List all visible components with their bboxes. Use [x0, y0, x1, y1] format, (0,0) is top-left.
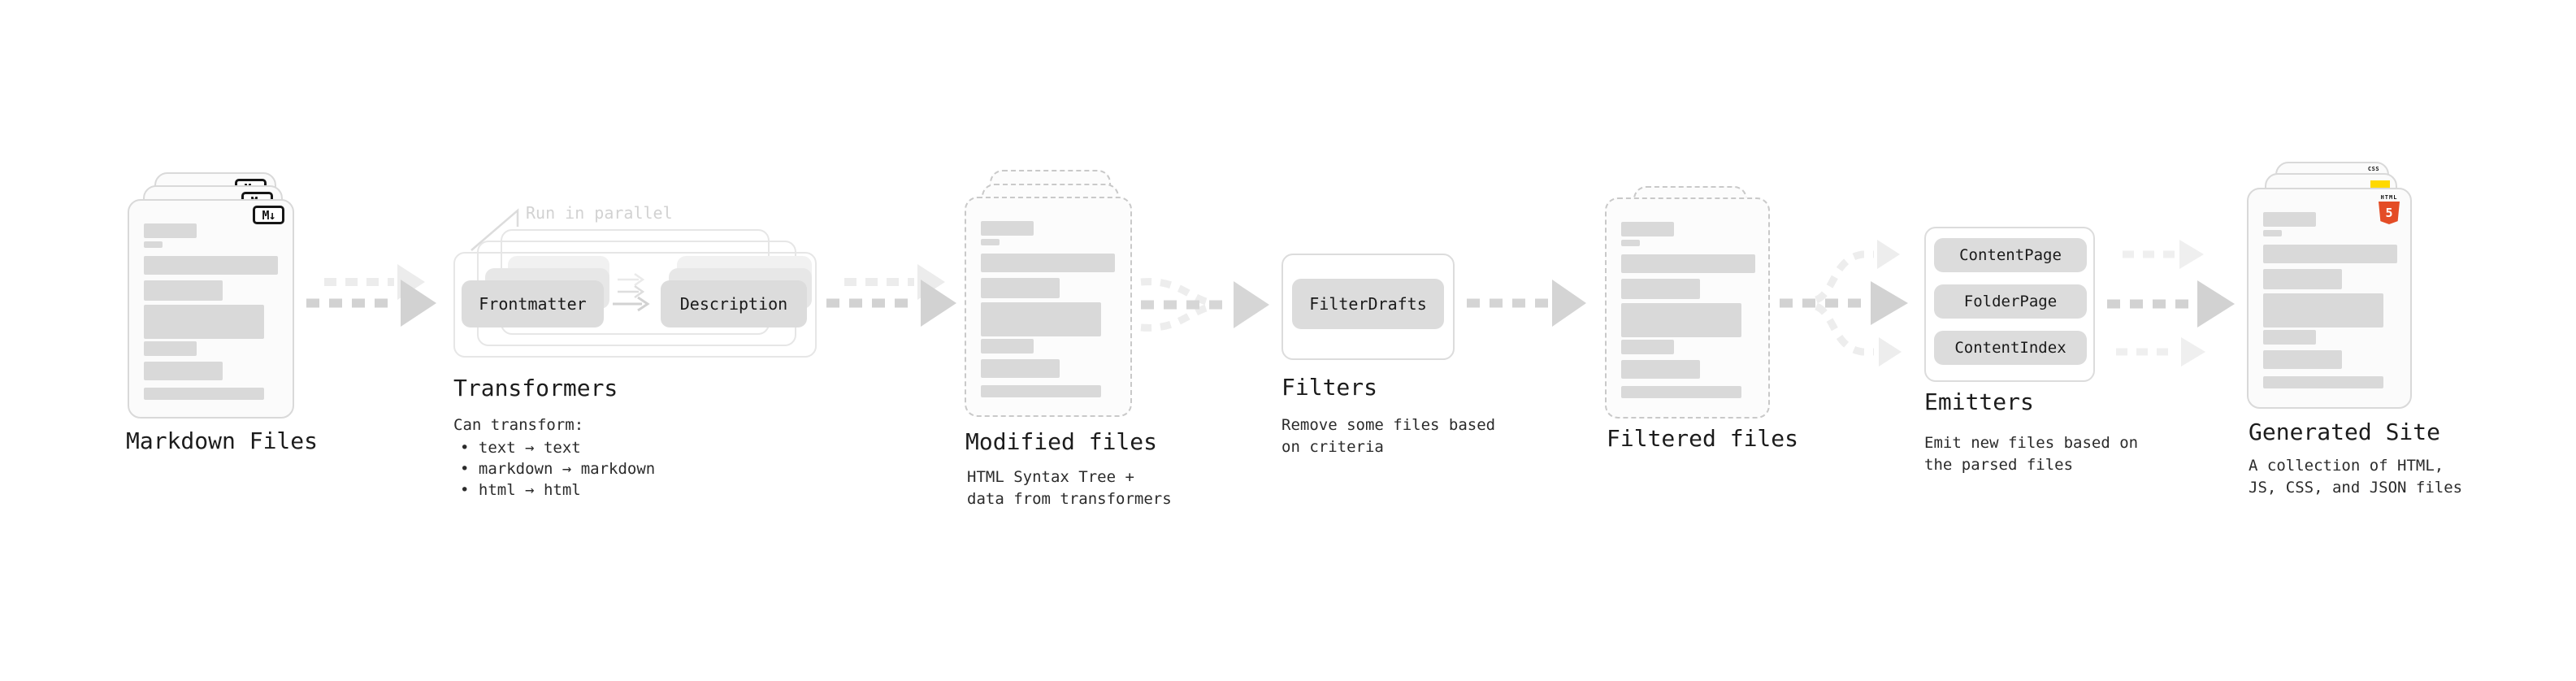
filterdrafts-chip: FilterDrafts — [1292, 279, 1444, 329]
filters-label: Filters — [1281, 374, 1378, 401]
markdown-icon: M↓ — [253, 206, 284, 224]
placeholder-bar — [981, 278, 1060, 298]
arrow-filtered-to-emitters-icon — [1780, 240, 1908, 367]
transformers-bullet-list: • text → text • markdown → markdown • ht… — [460, 437, 655, 501]
placeholder-bar — [144, 388, 264, 400]
transformers-bullet: • html → html — [460, 481, 581, 499]
placeholder-bar — [144, 341, 197, 356]
filtered-files-label: Filtered files — [1607, 425, 1799, 452]
placeholder-bar — [1621, 254, 1755, 273]
placeholder-bar — [981, 254, 1115, 272]
markdown-files-label: Markdown Files — [126, 427, 319, 454]
placeholder-bar — [981, 359, 1060, 378]
arrow-modified-to-filters-icon — [1140, 278, 1269, 332]
modified-file-card-front — [965, 197, 1132, 417]
folderpage-chip: FolderPage — [1934, 284, 2087, 319]
modified-files-label: Modified files — [965, 428, 1158, 455]
placeholder-bar — [144, 362, 223, 380]
emitters-desc: Emit new files based on the parsed files — [1924, 434, 2139, 474]
placeholder-bar — [2263, 293, 2383, 327]
filtered-file-card-front — [1605, 197, 1770, 419]
placeholder-bar — [1621, 222, 1674, 236]
html5-icon-number: 5 — [2385, 206, 2393, 220]
placeholder-bar — [2263, 350, 2342, 369]
emitters-label: Emitters — [1924, 388, 2034, 415]
placeholder-bar — [2263, 376, 2383, 388]
transformer-outline-front — [453, 252, 817, 358]
placeholder-bar — [981, 221, 1034, 236]
placeholder-bar — [1621, 360, 1700, 379]
html5-icon-label: HTML — [2380, 194, 2398, 201]
placeholder-bar — [144, 223, 197, 238]
placeholder-bar — [981, 339, 1034, 354]
placeholder-bar — [981, 385, 1101, 397]
placeholder-bar — [2263, 269, 2342, 289]
placeholder-bar — [144, 241, 163, 248]
description-chip: Description — [661, 280, 807, 327]
placeholder-bar — [2263, 330, 2316, 345]
placeholder-bar — [981, 302, 1101, 336]
placeholder-bar — [1621, 279, 1700, 299]
run-in-parallel-note: Run in parallel — [526, 203, 673, 223]
placeholder-bar — [1621, 340, 1674, 354]
placeholder-bar — [144, 280, 223, 301]
html5-icon: HTML 5 — [2379, 194, 2400, 224]
placeholder-bar — [1621, 303, 1741, 337]
contentindex-chip: ContentIndex — [1934, 331, 2087, 365]
arrow-emitters-to-site-icon — [2107, 240, 2235, 367]
modified-files-desc: HTML Syntax Tree + data from transformer… — [967, 468, 1172, 508]
generated-site-desc: A collection of HTML, JS, CSS, and JSON … — [2249, 457, 2463, 497]
arrow-filters-to-filtered-icon — [1467, 280, 1586, 327]
generated-site-label: Generated Site — [2249, 419, 2441, 445]
transformers-desc-heading: Can transform: — [453, 416, 584, 434]
css-icon-label: CSS — [2367, 166, 2380, 172]
html5-icon-shield: 5 — [2379, 202, 2400, 224]
transformers-bullet: • markdown → markdown — [460, 460, 656, 478]
transformers-bullet: • text → text — [460, 439, 581, 457]
transformers-label: Transformers — [453, 375, 618, 401]
markdown-file-card-front: M↓ — [128, 199, 294, 419]
contentpage-chip: ContentPage — [1934, 238, 2087, 272]
placeholder-bar — [144, 256, 278, 275]
arrow-markdown-to-transformers-icon — [306, 264, 436, 327]
arrow-transformers-to-modified-icon — [826, 264, 956, 327]
frontmatter-chip: Frontmatter — [462, 280, 604, 327]
site-file-card-html: HTML 5 — [2247, 188, 2412, 409]
placeholder-bar — [981, 239, 1000, 245]
placeholder-bar — [1621, 386, 1741, 398]
placeholder-bar — [2263, 230, 2282, 236]
placeholder-bar — [2263, 245, 2397, 263]
placeholder-bar — [1621, 240, 1640, 246]
placeholder-bar — [144, 305, 264, 339]
placeholder-bar — [2263, 212, 2316, 227]
filters-desc: Remove some files based on criteria — [1281, 416, 1496, 456]
